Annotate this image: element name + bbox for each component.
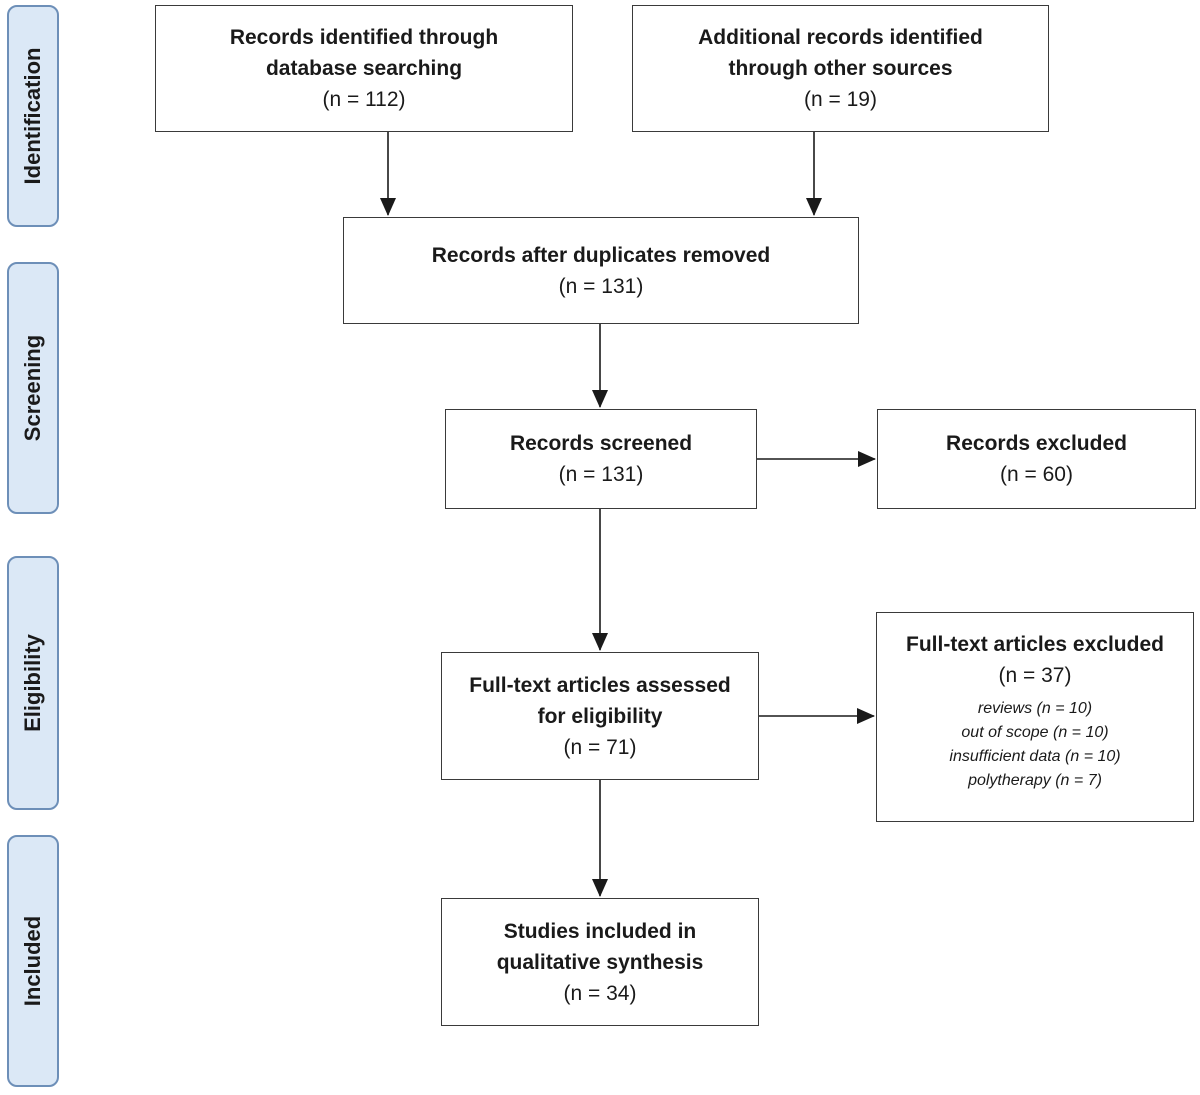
box-included-count: (n = 34) [563,981,637,1005]
box-fulltext-assessed-title-1: Full-text articles assessed [469,673,731,697]
box-studies-included: Studies included in qualitative synthesi… [441,898,759,1026]
box-other-sources-count: (n = 19) [804,88,877,111]
box-fulltext-assessed-count: (n = 71) [563,735,637,759]
exclusion-reasons-list: reviews (n = 10) out of scope (n = 10) i… [949,697,1120,793]
box-after-duplicates-count: (n = 131) [558,274,644,298]
box-fulltext-assessed-title-2: for eligibility [537,704,663,728]
phase-identification: Identification [7,5,59,227]
box-fulltext-excluded-count: (n = 37) [998,664,1072,687]
box-records-database-title-2: database searching [265,57,463,80]
exclusion-reason: out of scope (n = 10) [961,724,1109,741]
box-screened-count: (n = 131) [558,463,644,486]
box-records-screened: Records screened (n = 131) [445,409,757,509]
box-records-excluded-title: Records excluded [946,432,1127,455]
box-included-title-1: Studies included in [503,919,697,943]
box-other-sources-title-2: through other sources [728,57,953,80]
exclusion-reason: polytherapy (n = 7) [968,772,1102,789]
box-fulltext-excluded: Full-text articles excluded (n = 37) rev… [876,612,1194,822]
box-records-database: Records identified through database sear… [155,5,573,132]
box-records-database-count: (n = 112) [322,88,406,111]
phase-eligibility: Eligibility [7,556,59,810]
box-other-sources-title-1: Additional records identified [698,26,983,49]
box-fulltext-assessed: Full-text articles assessed for eligibil… [441,652,759,780]
box-records-excluded-count: (n = 60) [1000,463,1073,486]
phase-included: Included [7,835,59,1087]
box-records-database-title-1: Records identified through [229,26,499,49]
exclusion-reason: insufficient data (n = 10) [949,748,1121,765]
box-records-other-sources: Additional records identified through ot… [632,5,1049,132]
box-records-excluded: Records excluded (n = 60) [877,409,1196,509]
box-included-title-2: qualitative synthesis [496,950,704,974]
phase-screening: Screening [7,262,59,514]
box-screened-title: Records screened [509,432,693,455]
box-after-duplicates-title: Records after duplicates removed [431,243,771,267]
box-records-after-duplicates: Records after duplicates removed (n = 13… [343,217,859,324]
exclusion-reason: reviews (n = 10) [977,700,1093,717]
box-fulltext-excluded-title: Full-text articles excluded [906,633,1164,656]
